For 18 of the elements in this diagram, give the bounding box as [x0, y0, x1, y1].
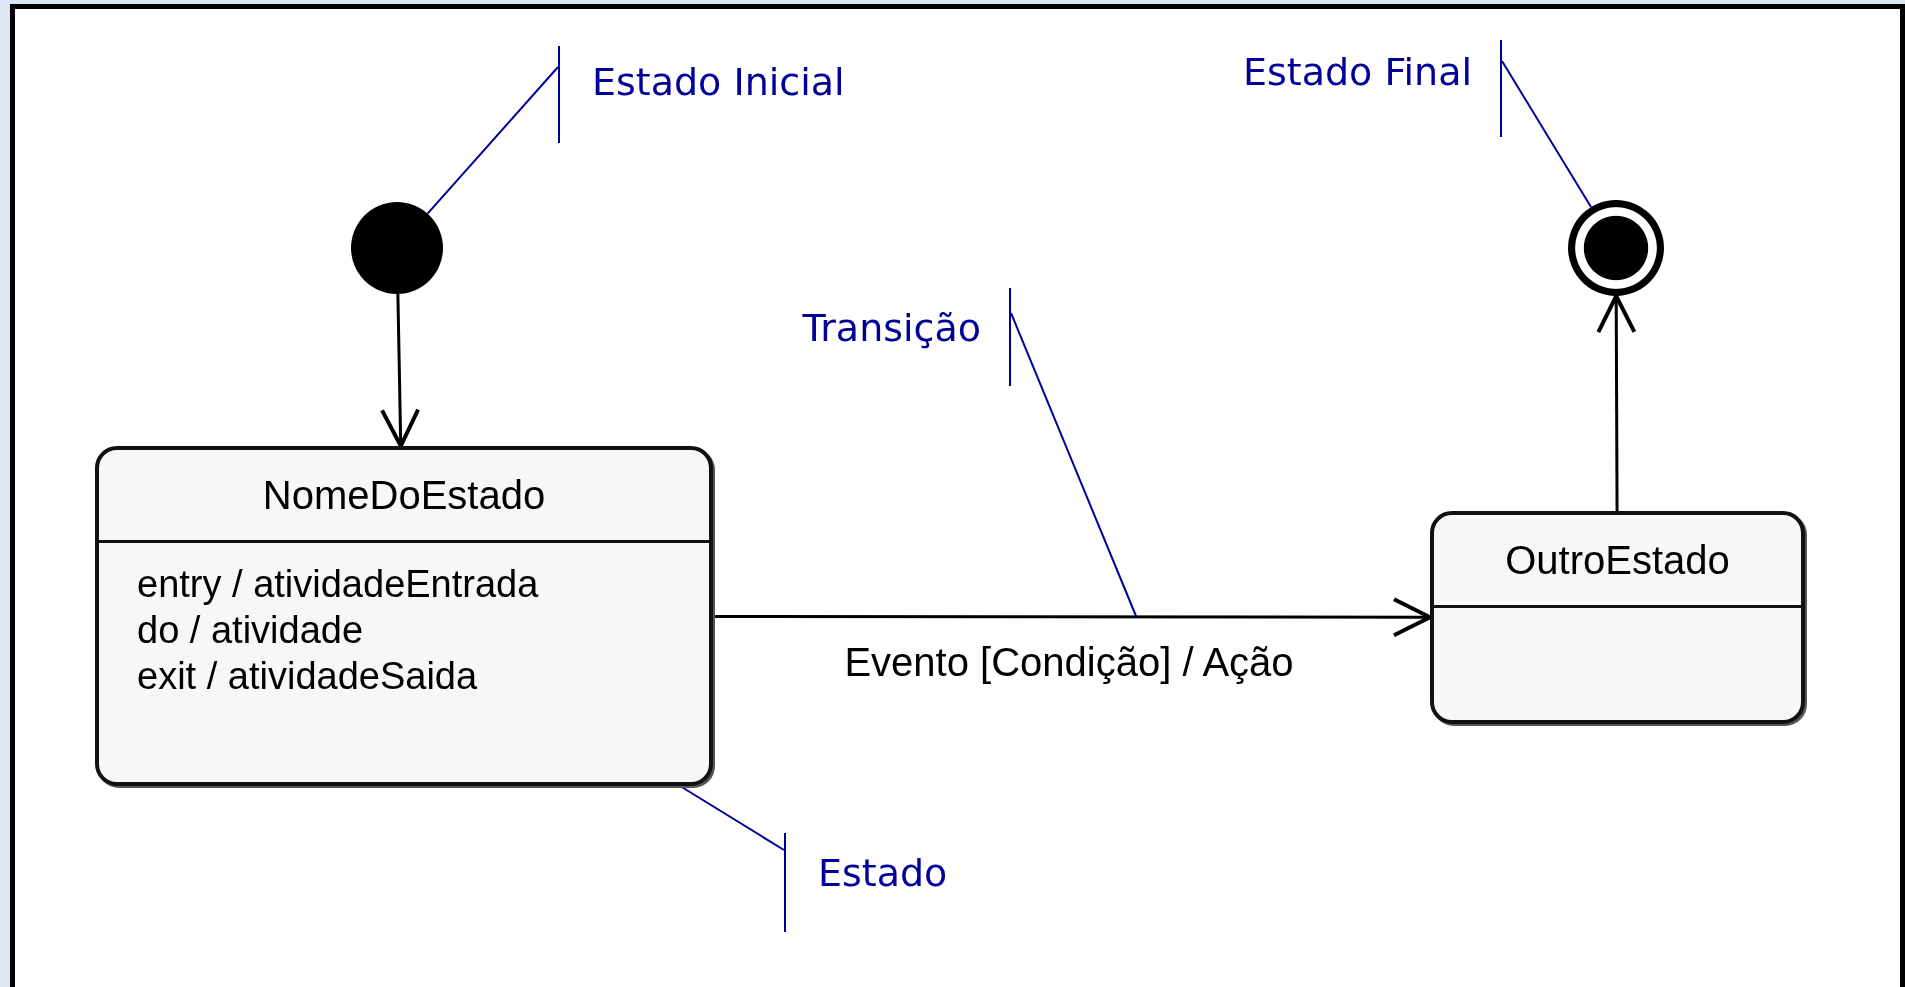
leader-line [1501, 60, 1592, 208]
callout-label: Transição [711, 288, 1011, 386]
state-box [1430, 511, 1805, 724]
transition-arrow [1596, 294, 1637, 511]
transition-arrow [380, 293, 421, 448]
callout-label: Estado [784, 833, 1084, 932]
callout-label: Estado Final [1150, 40, 1502, 137]
leader-line [426, 66, 559, 215]
state-box [95, 446, 713, 786]
leader-line [679, 785, 785, 851]
state-activity: do / atividade [137, 608, 364, 653]
state-activity: exit / atividadeSaida [137, 654, 478, 699]
state-activity: entry / atividadeEntrada [137, 562, 539, 607]
state-name: NomeDoEstado [262, 475, 546, 515]
state-name: OutroEstado [1505, 540, 1730, 580]
callout-label: Estado Inicial [558, 46, 958, 143]
leader-line [1010, 312, 1137, 617]
transition-arrow [713, 597, 1432, 638]
